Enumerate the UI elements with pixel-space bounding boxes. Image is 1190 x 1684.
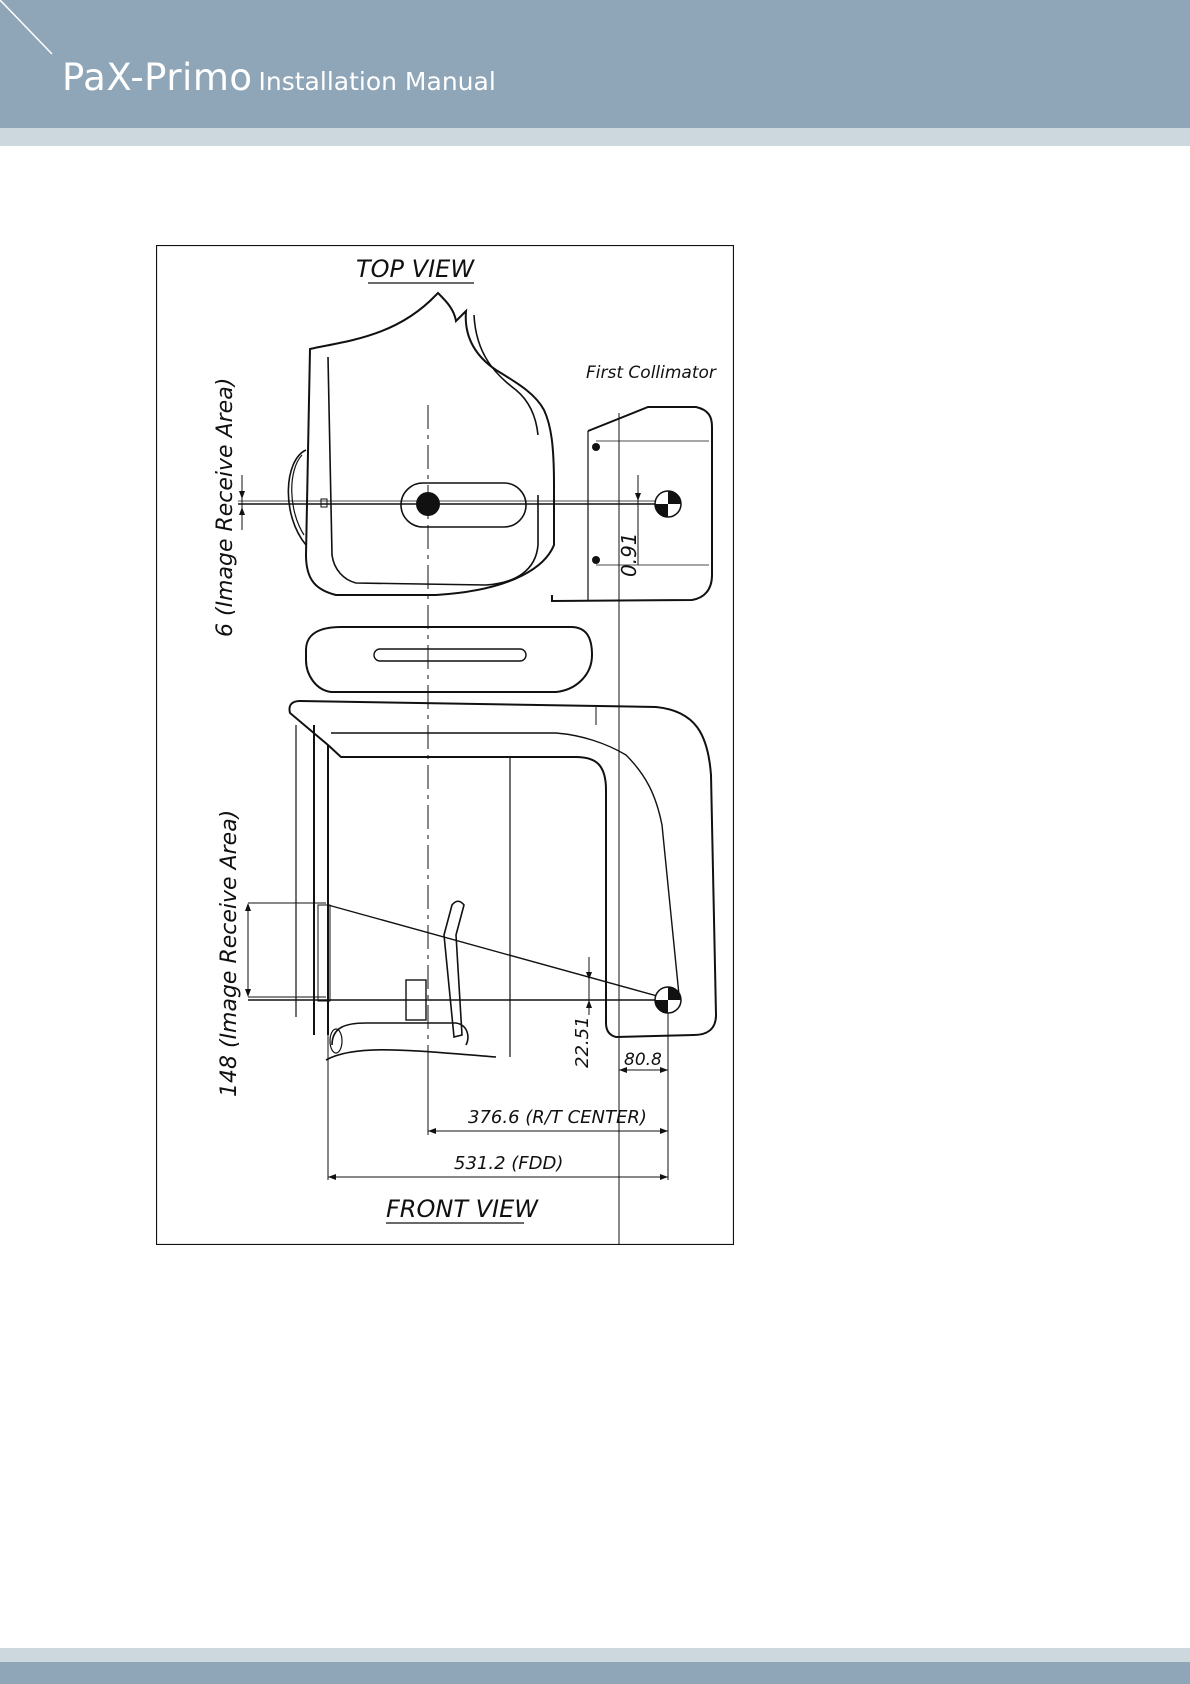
dim-top-receive-area: 6 (Image Receive Area) — [213, 378, 238, 637]
top-head-outline — [306, 293, 554, 595]
dim-fdd: 531.2 (FDD) — [454, 1153, 563, 1174]
footer-bar — [0, 1662, 1190, 1684]
front-view-label: FRONT VIEW — [386, 1195, 539, 1223]
dim-22-51: 22.51 — [572, 1016, 593, 1068]
front-handle — [444, 901, 464, 1037]
front-focal-marker — [655, 987, 681, 1013]
header-corner-line — [0, 0, 60, 60]
first-collimator-label: First Collimator — [586, 363, 717, 383]
top-focal-marker — [655, 491, 681, 517]
header-strip — [0, 128, 1190, 146]
front-c-arm — [289, 701, 716, 1037]
dim-80-8: 80.8 — [624, 1050, 662, 1070]
dim-front-receive-area: 148 (Image Receive Area) — [217, 810, 242, 1097]
dim-rt-center: 376.6 (R/T CENTER) — [468, 1107, 647, 1128]
top-view-label: TOP VIEW — [356, 255, 475, 283]
product-name: PaX-Primo — [62, 56, 253, 99]
technical-drawing: TOP VIEW 6 (Image Receive Area) — [156, 245, 734, 1245]
dim-0-91: 0.91 — [617, 532, 641, 577]
front-chin-plate — [306, 627, 592, 692]
footer-strip — [0, 1648, 1190, 1662]
drawing-svg: TOP VIEW 6 (Image Receive Area) — [156, 245, 734, 1245]
document-title: Installation Manual — [259, 67, 496, 96]
drawing-border — [157, 246, 734, 1245]
